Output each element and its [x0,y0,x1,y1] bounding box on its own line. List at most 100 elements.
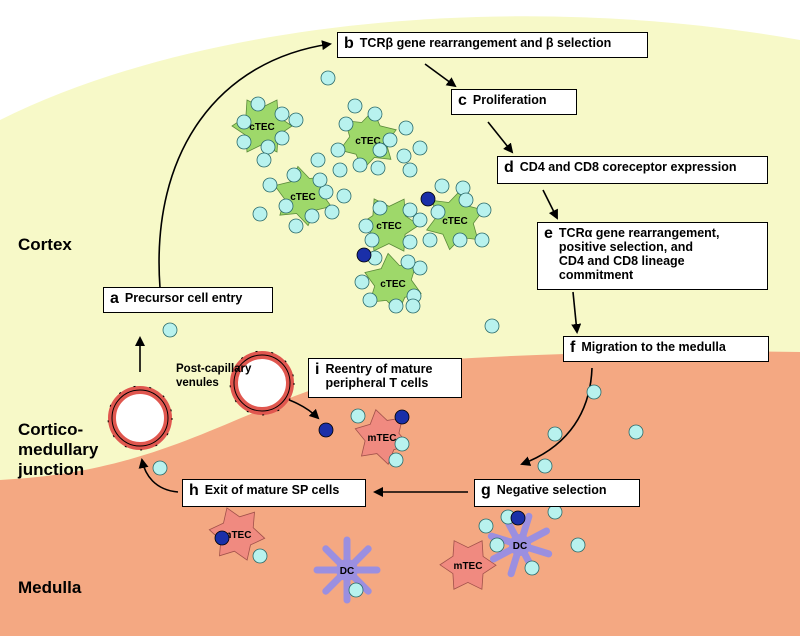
thymocyte [338,116,354,132]
thymocyte [402,162,418,178]
thymocyte [398,120,414,136]
thymocyte [358,218,374,234]
dc-label: DC [340,566,354,577]
ctec-label: cTEC [290,192,316,203]
mtec-label: mTEC [368,433,397,444]
step-a-label: Precursor cell entry [124,291,243,305]
dendritic-cell [313,536,381,604]
step-g-box: g Negative selection [474,479,640,507]
step-a-letter: a [110,290,119,307]
thymocyte [288,112,304,128]
region-label-cortex: Cortex [18,235,72,254]
step-i-box: i Reentry of mature peripheral T cells [308,358,462,398]
mature-t-cell [356,247,372,263]
thymocyte [476,202,492,218]
step-d-label: CD4 and CD8 coreceptor expression [519,160,737,174]
thymocyte [524,560,540,576]
thymocyte [405,298,421,314]
thymocyte [256,152,272,168]
thymocyte [252,548,268,564]
thymocyte [252,206,268,222]
ctec-label: cTEC [376,221,402,232]
thymocyte [430,204,446,220]
step-a-box: a Precursor cell entry [103,287,273,313]
thymocyte [152,460,168,476]
thymocyte [547,426,563,442]
thymocyte [412,212,428,228]
arrow-a-to-b [158,40,332,289]
step-c-label: Proliferation [472,93,547,107]
step-b-box: b TCRβ gene rearrangement and β selectio… [337,32,648,58]
region-label-medulla: Medulla [18,578,82,597]
mtec-cells: mTEC mTEC mTEC [208,408,497,590]
step-f-letter: f [570,339,576,356]
thymocyte [332,162,348,178]
arrow-c-to-d [487,121,514,154]
medulla-region [0,351,800,636]
step-e-label: TCRα gene rearrangement, positive select… [558,226,720,282]
thymocyte [354,274,370,290]
thymocyte [310,152,326,168]
dc-label: DC [513,541,527,552]
thymocyte [412,260,428,276]
ctec-label: cTEC [249,122,275,133]
thymocyte [274,130,290,146]
mtec-label: mTEC [223,530,252,541]
arrow-e-to-f [571,291,582,334]
thymocyte [489,537,505,553]
step-h-letter: h [189,482,199,499]
step-d-box: d CD4 and CD8 coreceptor expression [497,156,768,184]
thymocyte [320,70,336,86]
venules-label: Post-capillary venules [176,363,252,389]
thymocyte [586,384,602,400]
thymocyte [362,292,378,308]
thymocyte [570,537,586,553]
thymocyte [400,254,416,270]
thymocyte [250,96,266,112]
step-f-label: Migration to the medulla [581,340,726,354]
thymocyte [412,140,428,156]
thymocyte [370,160,386,176]
mature-t-cells [214,191,526,546]
thymocyte [422,232,438,248]
mtec-cell [439,540,497,590]
step-c-box: c Proliferation [451,89,577,115]
ctec-label: cTEC [442,216,468,227]
thymocyte [318,184,334,200]
thymocyte [348,582,364,598]
thymocyte [304,208,320,224]
step-g-label: Negative selection [496,483,607,497]
mature-t-cell [420,191,436,207]
thymocyte [474,232,490,248]
mtec-cell [208,507,266,561]
mature-t-cell [510,510,526,526]
thymocyte [484,318,500,334]
thymocyte [347,98,363,114]
thymocyte [352,157,368,173]
flow-arrows [135,40,593,497]
step-h-label: Exit of mature SP cells [204,483,340,497]
thymocyte [402,234,418,250]
thymocyte [330,142,346,158]
ctec-label: cTEC [380,279,406,290]
region-label-junction: Cortico- medullary junction [18,420,99,479]
thymocyte [336,188,352,204]
step-e-box: e TCRα gene rearrangement, positive sele… [537,222,768,290]
thymocyte [372,200,388,216]
thymocyte [162,322,178,338]
mature-t-cell [318,422,334,438]
thymocyte [547,504,563,520]
thymocyte [288,218,304,234]
step-g-letter: g [481,482,491,499]
dendritic-cells: DC DC [313,512,553,604]
arrow-f-to-g [520,367,593,466]
step-f-box: f Migration to the medulla [563,336,769,362]
mtec-label: mTEC [454,561,483,572]
step-h-box: h Exit of mature SP cells [182,479,366,507]
thymocyte [367,106,383,122]
thymocyte [452,232,468,248]
thymocyte [278,198,294,214]
thymocyte [388,298,404,314]
